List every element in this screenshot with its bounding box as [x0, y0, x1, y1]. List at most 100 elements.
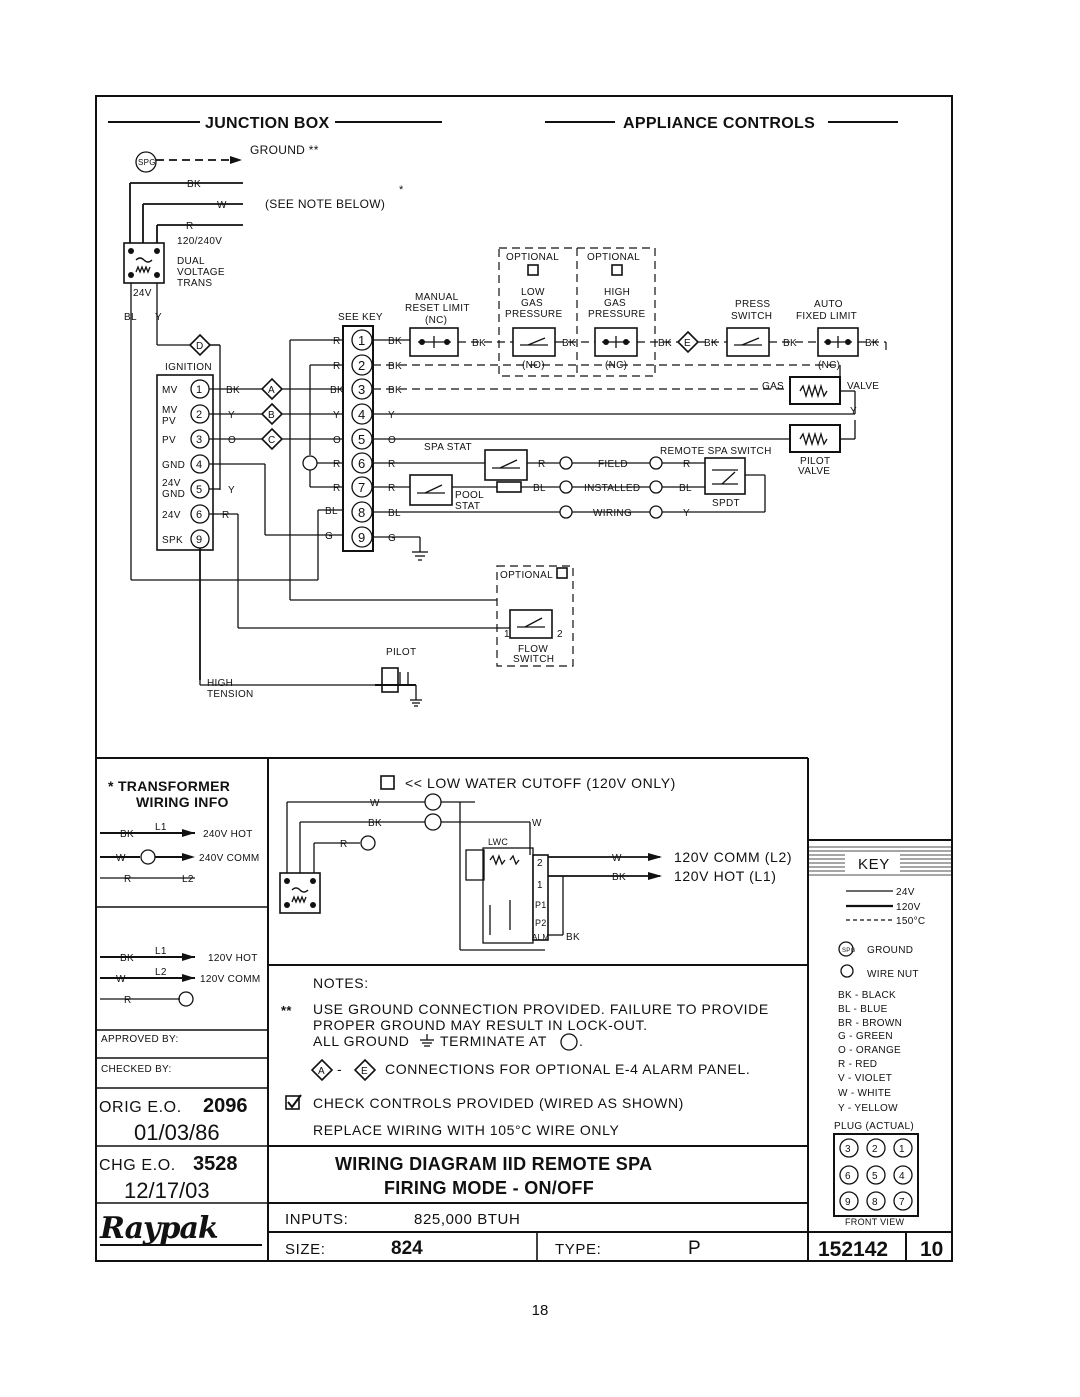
svg-text:L1: L1 — [155, 946, 167, 957]
svg-text:* TRANSFORMER: * TRANSFORMER — [108, 778, 230, 794]
terminal-numbers: 1 2 3 4 5 6 7 8 9 — [351, 329, 373, 548]
svg-text:120V: 120V — [896, 902, 921, 913]
junction-box-heading: JUNCTION BOX — [205, 115, 330, 132]
pilot-burner — [375, 667, 422, 707]
svg-text:FIELD: FIELD — [598, 459, 628, 470]
plug-diagram — [833, 1133, 919, 1217]
svg-text:PILOT: PILOT — [800, 456, 830, 467]
svg-text:OPTIONAL: OPTIONAL — [587, 252, 640, 263]
svg-text:VALVE: VALVE — [847, 381, 879, 392]
svg-text:OPTIONAL: OPTIONAL — [500, 570, 553, 581]
svg-text:24V: 24V — [133, 288, 152, 299]
svg-text:PRESSURE: PRESSURE — [588, 309, 645, 320]
svg-text:MV: MV — [162, 385, 178, 396]
svg-text:1: 1 — [899, 1144, 905, 1155]
orig-date: 01/03/86 — [134, 1120, 220, 1145]
svg-text:Y: Y — [850, 406, 857, 417]
diamond-b: B — [260, 402, 284, 426]
svg-text:CHECK CONTROLS PROVIDED (WIRED: CHECK CONTROLS PROVIDED (WIRED AS SHOWN) — [313, 1095, 684, 1111]
svg-text:(NC): (NC) — [425, 315, 447, 326]
svg-text:1: 1 — [537, 880, 543, 891]
svg-text:WIRE NUT: WIRE NUT — [867, 969, 919, 980]
svg-text:BL: BL — [679, 483, 692, 494]
diamond-c: C — [260, 427, 284, 451]
svg-text:WIRING: WIRING — [593, 508, 632, 519]
svg-text:*: * — [399, 184, 404, 196]
svg-text:POOL: POOL — [455, 490, 484, 501]
svg-text:120V HOT: 120V HOT — [208, 953, 258, 964]
svg-text:HIGH: HIGH — [207, 678, 233, 689]
svg-text:P2: P2 — [535, 918, 547, 928]
svg-text:1: 1 — [504, 629, 510, 640]
svg-text:G: G — [388, 533, 396, 544]
svg-text:CHG E.O.: CHG E.O. — [99, 1157, 176, 1174]
size-value: 824 — [391, 1238, 423, 1259]
pool-stat — [409, 474, 453, 506]
svg-text:SWITCH: SWITCH — [731, 311, 772, 322]
svg-text:BK: BK — [388, 385, 402, 396]
svg-text:3: 3 — [845, 1144, 851, 1155]
svg-text:R: R — [538, 459, 546, 470]
color-code-list: BK - BLACK BL - BLUE BR - BROWN G - GREE… — [838, 990, 902, 1114]
ignition-module — [156, 374, 214, 551]
svg-text:BL: BL — [533, 483, 546, 494]
svg-text:FIXED LIMIT: FIXED LIMIT — [796, 311, 857, 322]
svg-text:BK: BK — [562, 338, 576, 349]
notes-title: NOTES: — [313, 975, 369, 991]
svg-text:1: 1 — [358, 333, 366, 348]
svg-text:PV: PV — [162, 416, 176, 427]
svg-text:BL: BL — [325, 506, 338, 517]
svg-text:PROPER GROUND MAY RESULT IN LO: PROPER GROUND MAY RESULT IN LOCK-OUT. — [313, 1017, 648, 1033]
svg-text:24V: 24V — [162, 510, 181, 521]
svg-text:AUTO: AUTO — [814, 299, 843, 310]
svg-text:2: 2 — [196, 409, 202, 421]
svg-text:STAT: STAT — [455, 501, 480, 512]
svg-text:24V: 24V — [162, 478, 181, 489]
diamond-a: A — [260, 377, 284, 401]
svg-text:5: 5 — [358, 432, 366, 447]
svg-text:240V HOT: 240V HOT — [203, 829, 253, 840]
raypak-logo: Raypak — [99, 1211, 218, 1246]
svg-text:R: R — [222, 510, 230, 521]
svg-text:REMOTE SPA SWITCH: REMOTE SPA SWITCH — [660, 446, 772, 457]
svg-text:8: 8 — [872, 1197, 878, 1208]
svg-text:Y: Y — [333, 410, 340, 421]
svg-text:BK: BK — [388, 361, 402, 372]
svg-text:3: 3 — [196, 434, 202, 446]
svg-text:A: A — [318, 1066, 325, 1077]
ground-symbol-note — [420, 1034, 434, 1047]
svg-text:3: 3 — [358, 382, 366, 397]
svg-text:W: W — [116, 853, 126, 864]
svg-text:2: 2 — [537, 858, 543, 869]
svg-text:FLOW: FLOW — [518, 644, 548, 655]
svg-text:BR - BROWN: BR - BROWN — [838, 1018, 902, 1029]
svg-text:GND: GND — [162, 460, 185, 471]
svg-text:BL: BL — [124, 312, 137, 323]
svg-text:GAS: GAS — [762, 381, 784, 392]
chg-date: 12/17/03 — [124, 1178, 210, 1203]
svg-text:G: G — [325, 531, 333, 542]
svg-text:8: 8 — [358, 505, 366, 520]
svg-text:W - WHITE: W - WHITE — [838, 1088, 891, 1099]
svg-text:HIGH: HIGH — [604, 287, 630, 298]
lwc-terminal-block — [532, 854, 549, 941]
lwc-120v-comm: 120V COMM (L2) — [674, 849, 792, 865]
svg-text:LWC: LWC — [488, 837, 508, 847]
svg-text:24V: 24V — [896, 887, 915, 898]
svg-text:R: R — [340, 839, 348, 850]
svg-text:BK: BK — [612, 872, 626, 883]
svg-text:2: 2 — [872, 1144, 878, 1155]
sheet-frame — [95, 95, 953, 1262]
svg-text:LOW: LOW — [521, 287, 545, 298]
svg-text:BK - BLACK: BK - BLACK — [838, 990, 896, 1001]
svg-text:R: R — [333, 336, 341, 347]
svg-text:(NC): (NC) — [605, 360, 627, 371]
approved-by: APPROVED BY: — [101, 1034, 179, 1045]
svg-text:BK: BK — [388, 336, 402, 347]
ground-symbol: SPG — [135, 151, 157, 173]
svg-text:120/240V: 120/240V — [177, 236, 222, 247]
svg-text:2: 2 — [557, 629, 563, 640]
svg-text:BK: BK — [330, 385, 344, 396]
svg-text:PRESS: PRESS — [735, 299, 770, 310]
svg-text:VOLTAGE: VOLTAGE — [177, 267, 225, 278]
